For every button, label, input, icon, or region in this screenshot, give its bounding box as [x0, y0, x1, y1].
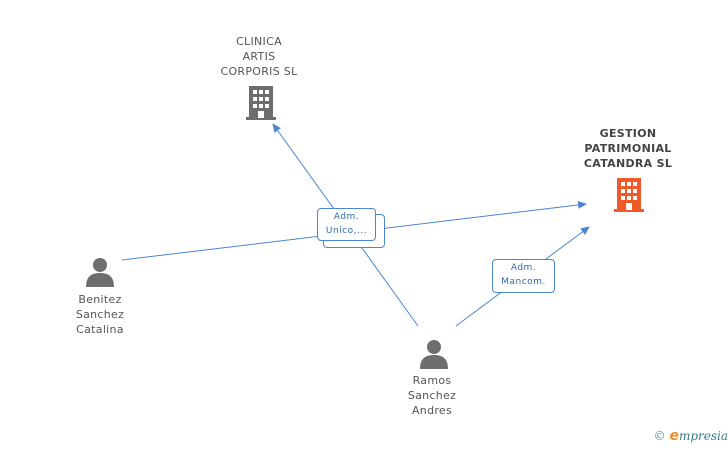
node-label-benitez: Benitez Sanchez Catalina	[75, 293, 125, 336]
node-label-ramos: Ramos Sanchez Andres	[407, 374, 457, 417]
building-icon[interactable]	[246, 86, 276, 120]
brand-name: mpresia	[678, 429, 728, 443]
brand-initial: e	[669, 428, 679, 444]
copyright-icon: ©	[653, 429, 666, 443]
role-label-adm-unico[interactable]: Adm. Unico,...	[317, 208, 376, 241]
node-label-clinica: CLINICA ARTIS CORPORIS SL	[220, 35, 298, 78]
role-label-adm-mancom[interactable]: Adm. Mancom.	[492, 259, 555, 293]
person-icon[interactable]	[85, 257, 115, 287]
footer-brand[interactable]: © empresia	[654, 428, 728, 444]
person-icon[interactable]	[419, 339, 449, 369]
building-icon[interactable]	[613, 178, 645, 212]
node-label-gestion: GESTION PATRIMONIAL CATANDRA SL	[583, 127, 673, 170]
